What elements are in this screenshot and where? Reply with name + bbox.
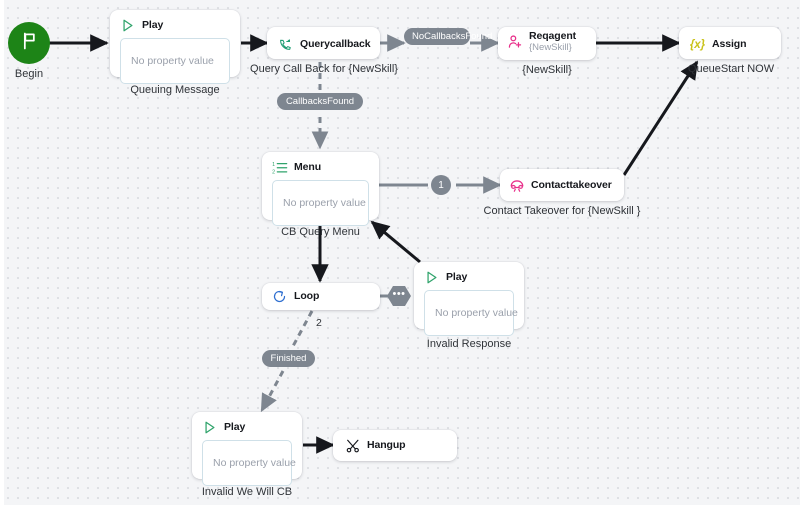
caption-reqagent: {NewSkill} — [522, 64, 572, 76]
caption-invalid-response: Invalid Response — [426, 338, 512, 350]
canvas-left-edge — [0, 0, 4, 505]
node-begin[interactable] — [8, 22, 50, 64]
svg-text:1: 1 — [272, 162, 275, 168]
edge-connector-dots[interactable]: ••• — [386, 283, 412, 309]
play-icon — [423, 269, 440, 286]
property-field[interactable]: No property value — [202, 440, 296, 486]
edge-label-loop-count: 2 — [316, 317, 322, 329]
caption-begin: Begin — [14, 68, 44, 80]
svg-text:2: 2 — [272, 169, 275, 175]
edge-loop-to-finished — [290, 310, 314, 349]
node-header: Loop — [262, 283, 380, 310]
node-title: Loop — [294, 289, 320, 302]
caption-queuing-message: Queuing Message — [130, 84, 220, 96]
node-invalid-we-will-cb[interactable]: Play No property value — [192, 412, 302, 486]
edge-badge-menu-option-one: 1 — [431, 175, 451, 195]
node-title: Hangup — [367, 438, 406, 451]
property-placeholder: No property value — [131, 55, 214, 67]
node-title: Querycallback — [300, 37, 371, 50]
node-subtitle: {NewSkill} — [529, 41, 572, 53]
node-header: Play — [110, 10, 240, 38]
telephone-icon — [508, 177, 525, 194]
property-placeholder: No property value — [283, 197, 366, 209]
node-querycallback[interactable]: Querycallback — [267, 27, 380, 59]
caption-cb-query-menu: CB Query Menu — [281, 226, 360, 238]
numbered-list-icon: 1 2 — [271, 159, 288, 176]
edge-label-callbacks-found: CallbacksFound — [277, 93, 363, 111]
node-title: Contacttakeover — [531, 178, 612, 191]
edge-invalid-response-to-menu — [370, 220, 421, 264]
loop-icon — [271, 288, 288, 305]
property-field[interactable]: No property value — [120, 38, 230, 84]
person-add-icon — [506, 34, 523, 51]
caption-querycallback: Query Call Back for {NewSkill} — [250, 63, 398, 75]
phone-callback-icon — [277, 36, 294, 53]
caption-contacttakeover: Contact Takeover for {NewSkill } — [483, 205, 641, 217]
node-header: Play — [192, 412, 302, 440]
property-field[interactable]: No property value — [424, 290, 518, 336]
edge-finished-to-invalid-we-will-cb — [260, 370, 285, 413]
scissors-icon — [344, 437, 361, 454]
play-icon — [201, 419, 218, 436]
edge-label-finished: Finished — [262, 350, 315, 368]
node-contacttakeover[interactable]: Contacttakeover — [500, 169, 624, 201]
node-title: Play — [224, 420, 246, 433]
node-title: Reqagent — [529, 30, 577, 42]
caption-invalid-we-will-cb: Invalid We Will CB — [201, 486, 293, 498]
node-header: Querycallback — [267, 27, 380, 62]
property-placeholder: No property value — [435, 307, 518, 319]
node-title-group: Reqagent {NewSkill} — [529, 30, 577, 54]
edge-label-no-callbacks-found: NoCallbacksFound — [404, 28, 492, 46]
node-cb-query-menu[interactable]: 1 2 Menu No property value — [262, 152, 379, 226]
node-header: Hangup — [333, 430, 457, 461]
variable-icon: {x} — [689, 38, 706, 51]
node-header: Play — [414, 262, 524, 290]
edge-contacttakeover-to-assign — [622, 60, 699, 176]
property-field[interactable]: No property value — [272, 180, 369, 226]
node-header: Contacttakeover — [500, 169, 624, 202]
node-header: 1 2 Menu — [262, 152, 379, 180]
node-title: Play — [446, 270, 468, 283]
node-reqagent[interactable]: Reqagent {NewSkill} — [498, 27, 596, 60]
node-title: Assign — [712, 37, 747, 50]
node-queuing-message[interactable]: Play No property value — [110, 10, 240, 84]
node-title: Menu — [294, 160, 322, 173]
node-loop[interactable]: Loop — [262, 283, 380, 310]
property-placeholder: No property value — [213, 457, 296, 469]
node-header: Reqagent {NewSkill} — [498, 27, 596, 58]
caption-assign: QueueStart NOW — [687, 63, 775, 75]
flag-icon — [19, 31, 39, 56]
play-icon — [119, 17, 136, 34]
node-assign[interactable]: {x} Assign — [679, 27, 781, 59]
node-title: Play — [142, 18, 164, 31]
hexagon-shape — [387, 286, 411, 306]
node-hangup[interactable]: Hangup — [333, 430, 457, 461]
node-invalid-response[interactable]: Play No property value — [414, 262, 524, 336]
node-header: {x} Assign — [679, 27, 781, 62]
